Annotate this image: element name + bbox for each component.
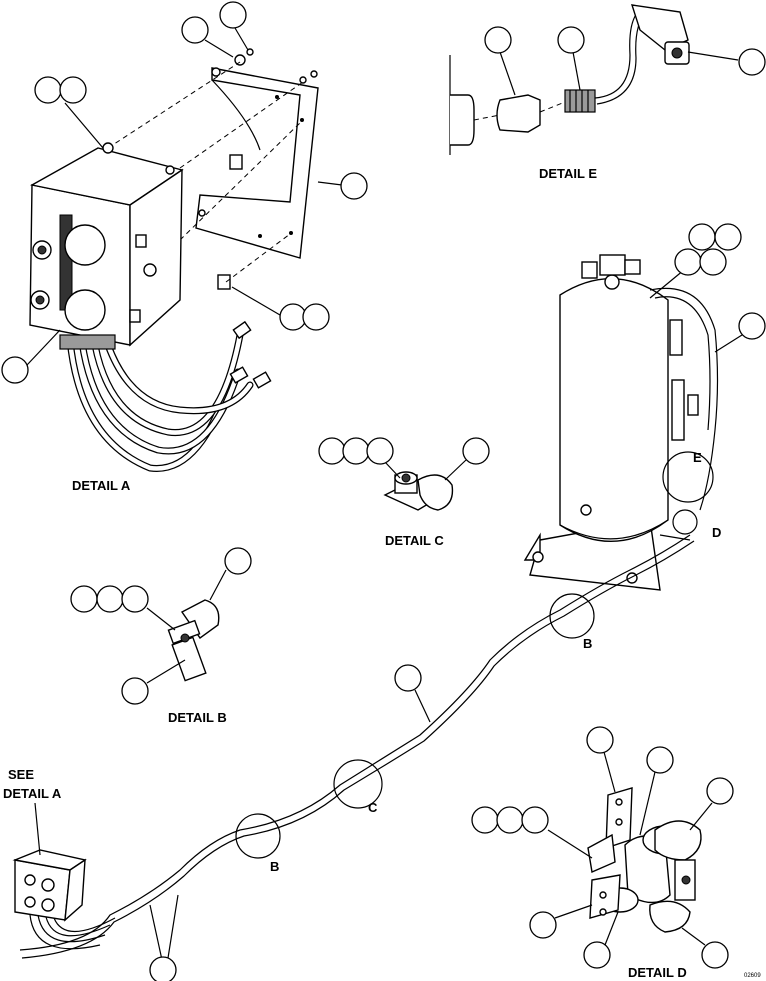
figure-number: 02609	[744, 973, 761, 979]
detail-b-label: DETAIL B	[168, 710, 227, 725]
detail-d-bracket	[587, 787, 702, 933]
detail-c-clamp	[383, 471, 454, 511]
callout-e-letter: E	[693, 450, 702, 465]
detail-d-label: DETAIL D	[628, 965, 687, 980]
detail-c-label: DETAIL C	[385, 533, 444, 548]
detail-e-label: DETAIL E	[539, 166, 597, 181]
detail-e-connector	[449, 4, 690, 155]
air-tank-assembly	[523, 254, 719, 591]
detail-a-control-box	[29, 48, 319, 472]
callout-c-letter: C	[368, 800, 378, 815]
detail-a-callouts	[1, 1, 368, 384]
detail-b-callouts	[70, 547, 252, 705]
see-detail-line1: SEE	[8, 767, 34, 782]
callout-b2-letter: B	[270, 859, 279, 874]
tank-callouts	[649, 223, 766, 353]
detail-e-callouts	[484, 26, 766, 96]
callout-d-letter: D	[712, 525, 721, 540]
hose-route	[12, 534, 695, 961]
detail-b-clamp	[167, 599, 220, 682]
detail-a-label: DETAIL A	[72, 478, 131, 493]
hose-callouts	[149, 664, 431, 981]
callout-b1-letter: B	[583, 636, 592, 651]
see-detail-line2: DETAIL A	[3, 786, 62, 801]
detail-c-callouts	[318, 437, 490, 481]
detail-d-callouts	[471, 726, 734, 969]
